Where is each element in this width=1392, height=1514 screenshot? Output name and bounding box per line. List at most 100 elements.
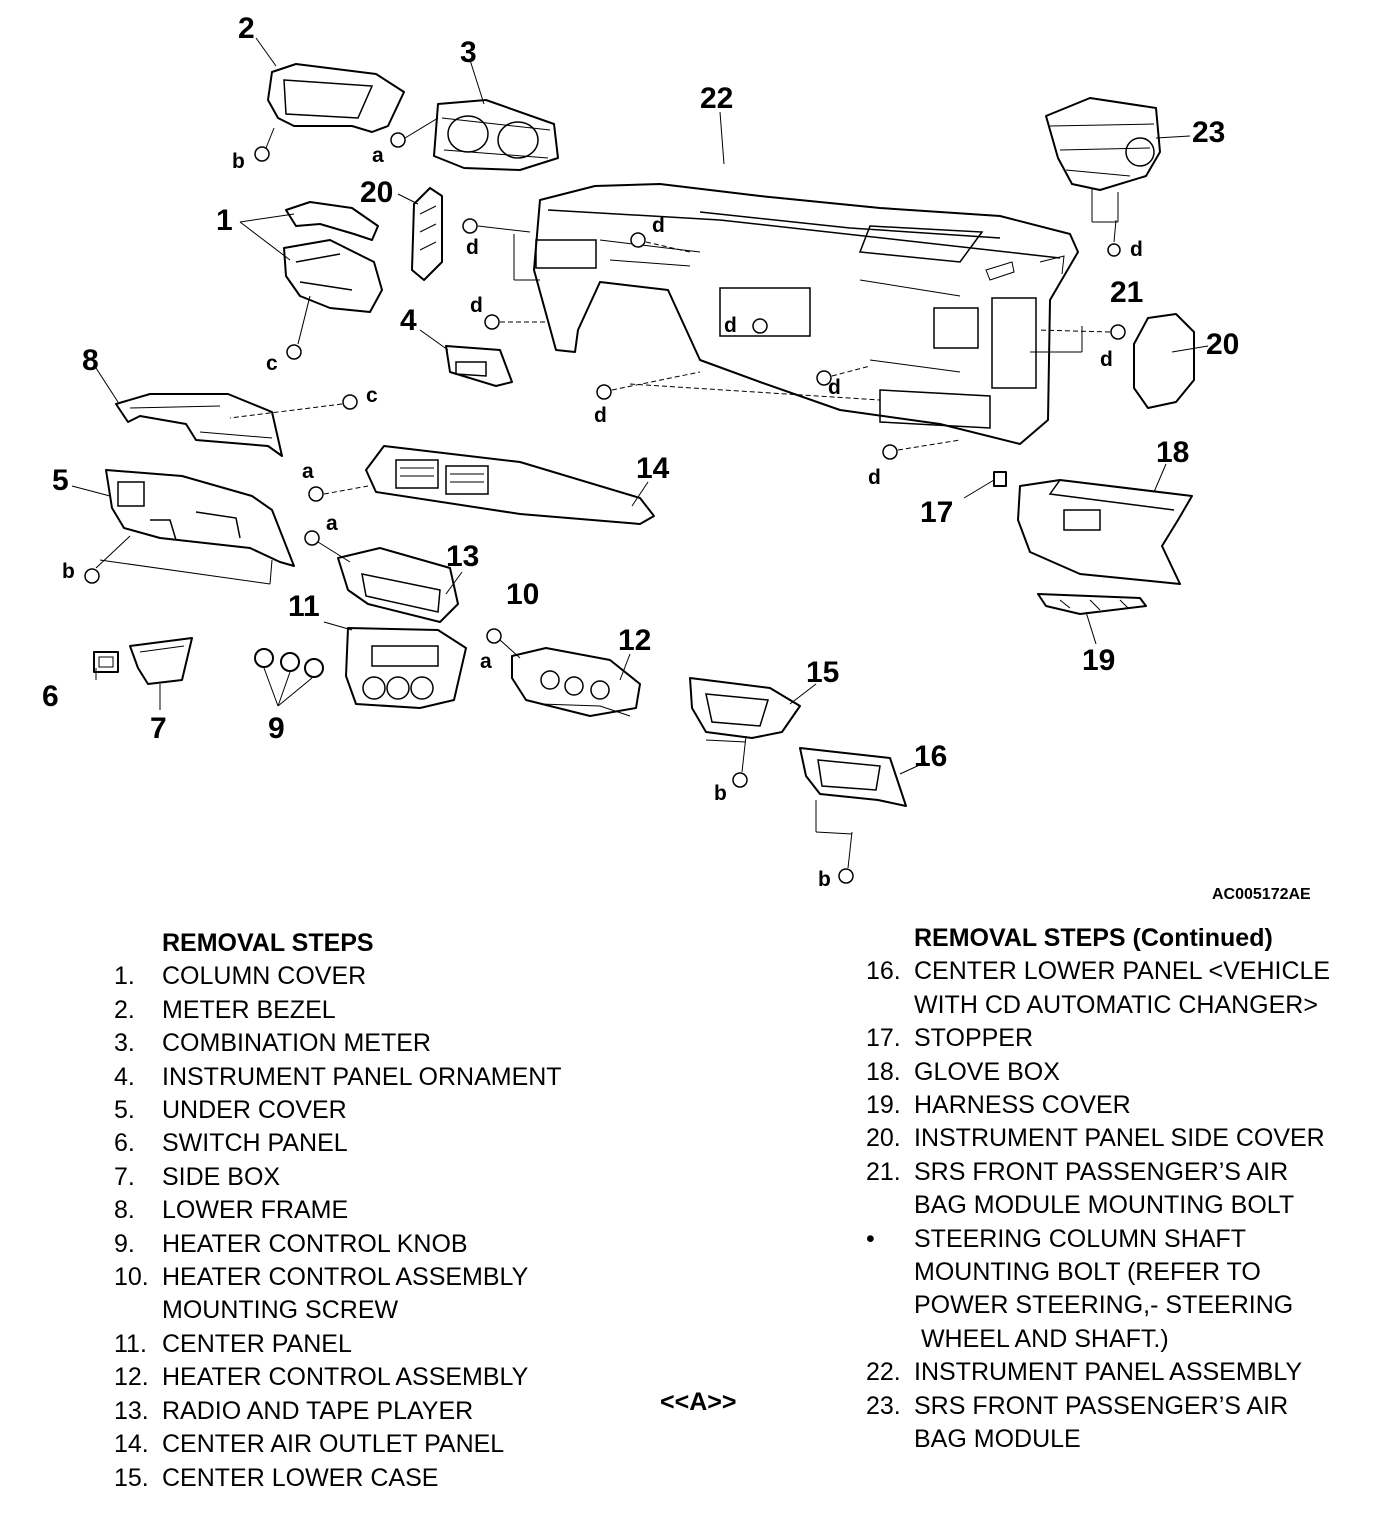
bolt-label-c: c — [266, 352, 278, 375]
bolt-d-5 — [596, 371, 881, 401]
step-row: MOUNTING BOLT (REFER TO — [866, 1256, 1330, 1289]
bolt-d-2 — [484, 314, 546, 330]
instrument-panel-side-cover-left — [411, 187, 443, 281]
callout-2: 2 — [238, 12, 255, 45]
step-number: 15. — [114, 1463, 149, 1492]
callout-3: 3 — [460, 36, 477, 69]
step-text: SWITCH PANEL — [162, 1129, 348, 1158]
side-box — [129, 637, 193, 685]
callout-numbers: 1 2 3 4 5 6 7 8 9 10 11 12 13 14 15 16 1… — [42, 12, 1239, 773]
screw-b-under-cover — [84, 535, 273, 585]
step-number — [866, 989, 914, 1022]
callout-17: 17 — [920, 496, 953, 529]
bolt-label-c: c — [366, 384, 378, 407]
removal-steps-heading: REMOVAL STEPS — [162, 929, 374, 957]
callout-13: 13 — [446, 540, 479, 573]
srs-air-bag-module — [1045, 97, 1161, 191]
bolt-label-d: d — [1100, 348, 1113, 371]
center-lower-panel — [799, 747, 907, 807]
radio-and-tape-player — [337, 547, 459, 623]
step-row: WHEEL AND SHAFT.) — [866, 1323, 1330, 1356]
combination-meter — [433, 99, 559, 171]
step-text: STEERING COLUMN SHAFT — [914, 1224, 1246, 1253]
bolt-d-1 — [462, 218, 540, 281]
step-row: WITH CD AUTOMATIC CHANGER> — [866, 989, 1330, 1022]
step-number — [866, 1323, 914, 1356]
removal-steps-continued-heading: REMOVAL STEPS (Continued) — [914, 924, 1273, 952]
screw-b-center-case — [705, 735, 748, 788]
step-row: 10. HEATER CONTROL ASSEMBLY — [114, 1261, 562, 1294]
under-cover — [105, 469, 295, 567]
bolt-d-21 — [1091, 188, 1121, 257]
callout-12: 12 — [618, 624, 651, 657]
step-text: COMBINATION METER — [162, 1029, 431, 1058]
step-text: POWER STEERING,- STEERING — [914, 1291, 1294, 1320]
step-row: 17.STOPPER — [866, 1022, 1330, 1055]
step-number: 4. — [114, 1062, 135, 1091]
step-text: GLOVE BOX — [914, 1057, 1060, 1086]
step-number: 16. — [866, 957, 901, 986]
callout-10: 10 — [506, 578, 539, 611]
callout-4: 4 — [400, 304, 417, 337]
bolt-label-b: b — [62, 560, 75, 583]
step-row: 12. HEATER CONTROL ASSEMBLY — [114, 1361, 562, 1394]
step-number — [866, 1189, 914, 1222]
bolt-label-b: b — [818, 868, 831, 891]
reference-mark: <<A>> — [660, 1388, 737, 1416]
step-number: • — [866, 1224, 875, 1253]
step-row: POWER STEERING,- STEERING — [866, 1289, 1330, 1322]
step-text: BAG MODULE — [914, 1425, 1081, 1454]
callout-5: 5 — [52, 464, 69, 497]
callout-21: 21 — [1110, 276, 1143, 309]
step-number: 18. — [866, 1057, 901, 1086]
step-text: MOUNTING SCREW — [162, 1296, 399, 1325]
step-text: WITH CD AUTOMATIC CHANGER> — [914, 990, 1318, 1019]
step-number: 2. — [114, 995, 135, 1024]
step-text: UNDER COVER — [162, 1096, 347, 1125]
step-text: CENTER AIR OUTLET PANEL — [162, 1430, 505, 1459]
step-row: 5.UNDER COVER — [114, 1094, 562, 1127]
step-text: HEATER CONTROL ASSEMBLY — [162, 1263, 529, 1292]
step-text: HEATER CONTROL ASSEMBLY — [162, 1363, 529, 1392]
step-number — [866, 1289, 914, 1322]
step-text: BAG MODULE MOUNTING BOLT — [914, 1191, 1295, 1220]
harness-cover — [1037, 593, 1147, 615]
step-number: 12. — [114, 1363, 149, 1392]
bolt-d-4 — [752, 318, 768, 334]
step-text: SIDE BOX — [162, 1162, 281, 1191]
step-text: INSTRUMENT PANEL ORNAMENT — [162, 1062, 562, 1091]
bolt-label-d: d — [594, 404, 607, 427]
screw-a-radio — [304, 530, 351, 563]
switch-panel — [93, 651, 119, 673]
step-row: 22.INSTRUMENT PANEL ASSEMBLY — [866, 1356, 1330, 1389]
callout-23: 23 — [1192, 116, 1225, 149]
callout-20-right: 20 — [1206, 328, 1239, 361]
meter-bezel — [267, 63, 405, 133]
step-row: 6.SWITCH PANEL — [114, 1127, 562, 1160]
step-row: 8.LOWER FRAME — [114, 1194, 562, 1227]
bolt-label-d: d — [652, 214, 665, 237]
callout-1: 1 — [216, 204, 233, 237]
instrument-panel-assembly — [533, 183, 1079, 445]
bolt-d-8 — [1030, 324, 1126, 353]
step-number: 17. — [866, 1024, 901, 1053]
step-number: 11. — [114, 1329, 147, 1358]
screw-10-heater — [486, 628, 521, 659]
bolt-label-d: d — [868, 466, 881, 489]
step-row: 3.COMBINATION METER — [114, 1027, 562, 1060]
screw-c-frame — [229, 394, 358, 419]
bolt-label-a: a — [302, 460, 314, 483]
step-row: 2.METER BEZEL — [114, 994, 562, 1027]
step-number: 10. — [114, 1263, 149, 1292]
step-row: 16.CENTER LOWER PANEL <VEHICLE — [866, 955, 1330, 988]
step-number: 8. — [114, 1196, 135, 1225]
step-row: 7.SIDE BOX — [114, 1161, 562, 1194]
bolt-letters: b a c c d d d d d d d d d a a b a b b — [62, 144, 1143, 891]
step-text: SRS FRONT PASSENGER’S AIR — [914, 1157, 1289, 1186]
bolt-label-a: a — [372, 144, 384, 167]
step-row: 15.CENTER LOWER CASE — [114, 1462, 562, 1495]
step-number: 22. — [866, 1358, 901, 1387]
